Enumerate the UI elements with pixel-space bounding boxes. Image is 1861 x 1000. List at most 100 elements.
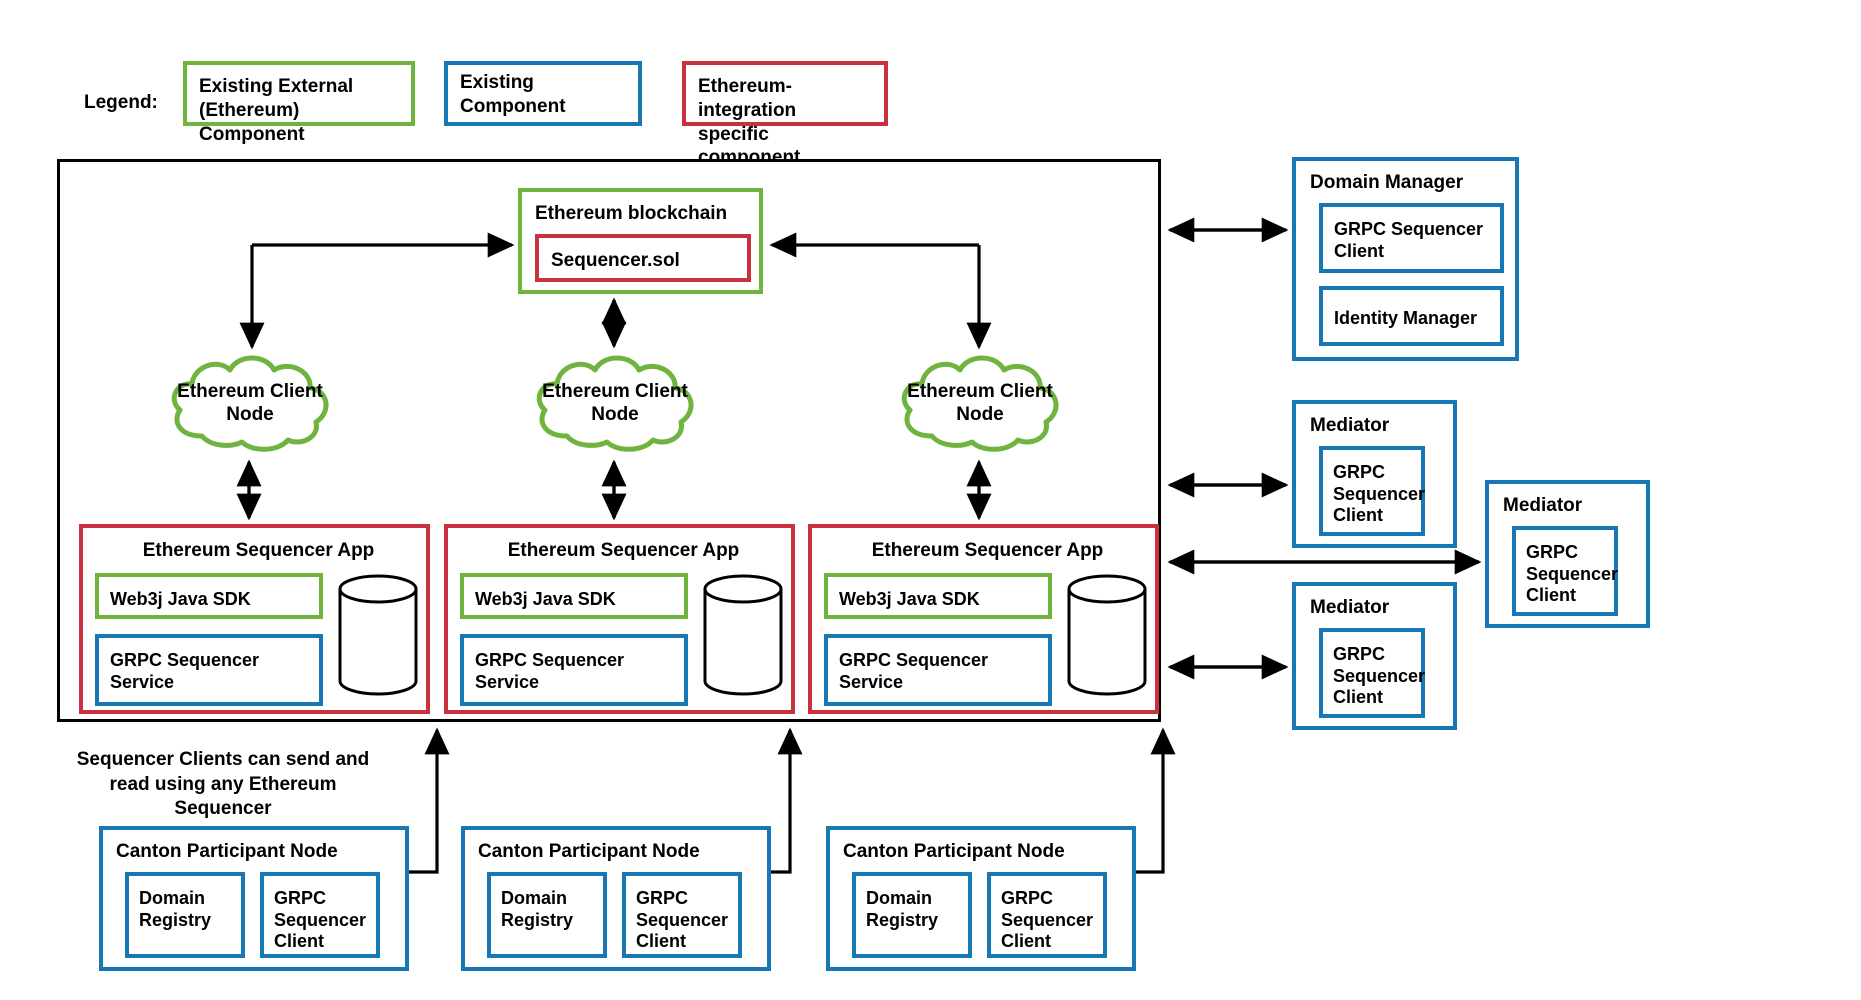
grpc-sequencer-service-3-label: GRPC Sequencer Service xyxy=(839,650,1039,693)
participant-2-title: Canton Participant Node xyxy=(478,841,700,862)
database-cylinder-icon xyxy=(1067,574,1147,696)
participant-2-grpc-client: GRPC Sequencer Client xyxy=(622,872,742,958)
mediator-1-grpc-client-label: GRPC Sequencer Client xyxy=(1333,462,1425,527)
cloud-3-line1: Ethereum Client xyxy=(907,381,1053,402)
identity-manager-label: Identity Manager xyxy=(1334,308,1478,328)
participant-3-grpc-client-label: GRPC Sequencer Client xyxy=(1001,888,1101,953)
ethereum-blockchain-title: Ethereum blockchain xyxy=(535,203,728,224)
mediator-1-grpc-client: GRPC Sequencer Client xyxy=(1319,446,1425,536)
mediator-2-box: Mediator GRPC Sequencer Client xyxy=(1485,480,1650,628)
sequencer-app-1-title: Ethereum Sequencer App xyxy=(142,540,375,561)
sequencer-storage-1 xyxy=(337,574,419,696)
mediator-3-title: Mediator xyxy=(1310,597,1390,618)
participant-3-domain-registry-label: Domain Registry xyxy=(866,888,966,931)
participant-1-title: Canton Participant Node xyxy=(116,841,338,862)
participant-2-domain-registry: Domain Registry xyxy=(487,872,607,958)
p3-grpc-text: GRPC Sequencer Client xyxy=(1001,888,1094,952)
ethereum-sequencer-app-1: Ethereum Sequencer App Web3j Java SDK GR… xyxy=(79,524,430,714)
grpc-sequencer-service-2: GRPC Sequencer Service xyxy=(460,634,688,706)
sequencer-clients-note: Sequencer Clients can send and read usin… xyxy=(76,749,370,820)
p2-grpc-text: GRPC Sequencer Client xyxy=(636,888,729,952)
domain-manager-grpc-client-label: GRPC Sequencer Client xyxy=(1334,219,1494,262)
cloud-shape-icon xyxy=(536,355,694,452)
ethereum-client-node-1-label: Ethereum Client Node xyxy=(160,381,340,427)
cloud-1-line2: Node xyxy=(226,403,274,425)
web3j-sdk-3-label: Web3j Java SDK xyxy=(839,589,980,609)
cloud-2-line2: Node xyxy=(591,403,639,425)
sequencer-storage-2 xyxy=(702,574,784,696)
arrow-participant3-to-frame xyxy=(1136,727,1176,874)
participant-2-domain-registry-label: Domain Registry xyxy=(501,888,601,931)
ethereum-client-node-3: Ethereum Client Node xyxy=(890,348,1070,458)
med-1-grpc-text: GRPC Sequencer Client xyxy=(1333,462,1426,526)
sequencer-storage-3 xyxy=(1066,574,1148,696)
ethereum-blockchain-box: Ethereum blockchain Sequencer.sol xyxy=(518,188,763,294)
med-2-grpc-text: GRPC Sequencer Client xyxy=(1526,542,1619,606)
legend-title: Legend: xyxy=(84,92,158,113)
service-3-text: GRPC Sequencer Service xyxy=(839,650,989,692)
mediator-1-box: Mediator GRPC Sequencer Client xyxy=(1292,400,1457,548)
sequencer-sol-label: Sequencer.sol xyxy=(551,250,680,271)
sequencer-app-3-title: Ethereum Sequencer App xyxy=(871,540,1104,561)
ethereum-client-node-2: Ethereum Client Node xyxy=(525,348,705,458)
participant-3-grpc-client: GRPC Sequencer Client xyxy=(987,872,1107,958)
med-3-grpc-text: GRPC Sequencer Client xyxy=(1333,644,1426,708)
database-cylinder-icon xyxy=(703,574,783,696)
participant-3-domain-registry: Domain Registry xyxy=(852,872,972,958)
database-cylinder-icon xyxy=(338,574,418,696)
mediator-2-grpc-client: GRPC Sequencer Client xyxy=(1512,526,1618,616)
sequencer-app-2-title: Ethereum Sequencer App xyxy=(507,540,740,561)
web3j-sdk-1-label: Web3j Java SDK xyxy=(110,589,251,609)
cloud-shape-icon xyxy=(171,355,329,452)
sequencer-sol-box: Sequencer.sol xyxy=(535,234,751,282)
p2-dr-text: Domain Registry xyxy=(501,888,574,930)
mediator-3-grpc-client-label: GRPC Sequencer Client xyxy=(1333,644,1425,709)
legend-ethereum-specific-box: Ethereum-integration specific component xyxy=(682,61,888,168)
p1-dr-text: Domain Registry xyxy=(139,888,212,930)
participant-1-grpc-client: GRPC Sequencer Client xyxy=(260,872,380,958)
mediator-2-title: Mediator xyxy=(1503,495,1583,516)
legend-ethereum-specific-label: Ethereum-integration specific component xyxy=(698,76,801,169)
ethereum-client-node-2-label: Ethereum Client Node xyxy=(525,381,705,427)
mediator-1-title: Mediator xyxy=(1310,415,1390,436)
grpc-sequencer-service-3: GRPC Sequencer Service xyxy=(824,634,1052,706)
cloud-3-line2: Node xyxy=(956,403,1004,425)
legend-existing-component-label: Existing Component xyxy=(460,71,566,117)
cloud-2-line1: Ethereum Client xyxy=(542,381,688,402)
grpc-sequencer-service-2-label: GRPC Sequencer Service xyxy=(475,650,675,693)
participant-1-domain-registry: Domain Registry xyxy=(125,872,245,958)
web3j-sdk-1: Web3j Java SDK xyxy=(95,573,323,619)
domain-manager-title: Domain Manager xyxy=(1310,172,1464,193)
ethereum-client-node-3-label: Ethereum Client Node xyxy=(890,381,1070,427)
p3-dr-text: Domain Registry xyxy=(866,888,939,930)
arrow-participant2-to-frame xyxy=(771,727,803,874)
canton-participant-node-1: Canton Participant Node Domain Registry … xyxy=(99,826,409,971)
web3j-sdk-2: Web3j Java SDK xyxy=(460,573,688,619)
web3j-sdk-2-label: Web3j Java SDK xyxy=(475,589,616,609)
p1-grpc-text: GRPC Sequencer Client xyxy=(274,888,367,952)
mediator-3-box: Mediator GRPC Sequencer Client xyxy=(1292,582,1457,730)
web3j-sdk-3: Web3j Java SDK xyxy=(824,573,1052,619)
participant-1-grpc-client-label: GRPC Sequencer Client xyxy=(274,888,374,953)
service-1-text: GRPC Sequencer Service xyxy=(110,650,260,692)
legend-existing-external-label: Existing External (Ethereum) Component xyxy=(199,76,354,145)
arrow-participant1-to-frame xyxy=(409,727,450,874)
cloud-1-line1: Ethereum Client xyxy=(177,381,323,402)
domain-manager-grpc-client: GRPC Sequencer Client xyxy=(1319,203,1504,273)
ethereum-client-node-1: Ethereum Client Node xyxy=(160,348,340,458)
service-2-text: GRPC Sequencer Service xyxy=(475,650,625,692)
mediator-3-grpc-client: GRPC Sequencer Client xyxy=(1319,628,1425,718)
cloud-shape-icon xyxy=(901,355,1059,452)
legend-existing-component-box: Existing Component xyxy=(444,61,642,126)
identity-manager-box: Identity Manager xyxy=(1319,286,1504,346)
canton-participant-node-3: Canton Participant Node Domain Registry … xyxy=(826,826,1136,971)
canton-participant-node-2: Canton Participant Node Domain Registry … xyxy=(461,826,771,971)
domain-manager-box: Domain Manager GRPC Sequencer Client Ide… xyxy=(1292,157,1519,361)
dm-grpc-text: GRPC Sequencer Client xyxy=(1334,219,1484,261)
legend-existing-external-box: Existing External (Ethereum) Component xyxy=(183,61,415,145)
mediator-2-grpc-client-label: GRPC Sequencer Client xyxy=(1526,542,1618,607)
participant-3-title: Canton Participant Node xyxy=(843,841,1065,862)
participant-1-domain-registry-label: Domain Registry xyxy=(139,888,239,931)
ethereum-sequencer-app-3: Ethereum Sequencer App Web3j Java SDK GR… xyxy=(808,524,1159,714)
